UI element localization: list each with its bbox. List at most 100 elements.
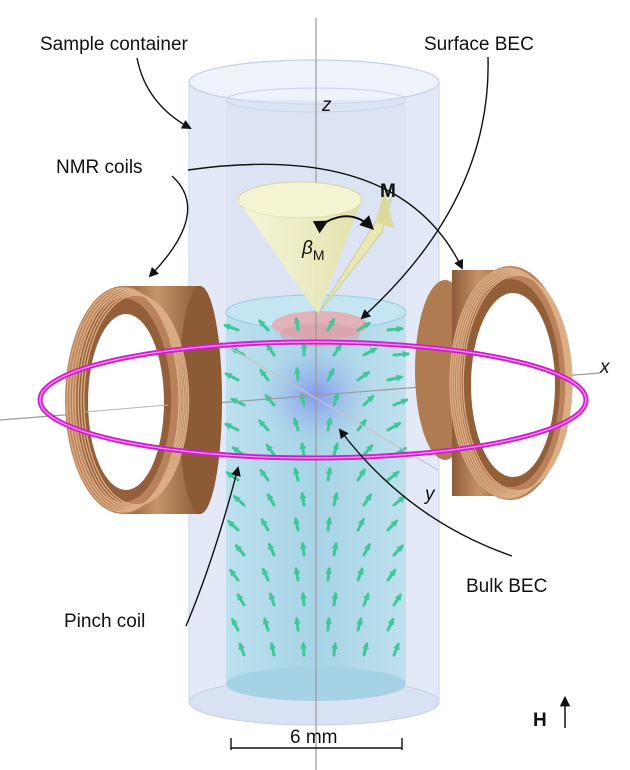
beta-symbol: β <box>301 238 313 259</box>
spin-arrow-head <box>293 616 301 625</box>
spin-arrow-head <box>395 374 404 382</box>
spin-arrow-head <box>258 319 266 327</box>
leader-lines <box>136 56 513 627</box>
spin-arrow-head <box>369 347 378 355</box>
spin-arrow-head <box>393 422 402 429</box>
spin-arrow-head <box>332 392 340 400</box>
coil-winding <box>69 288 182 512</box>
spin-arrow-head <box>268 592 276 600</box>
spin-arrow-head <box>231 446 240 454</box>
spin-arrow-head <box>364 493 372 502</box>
leader-sample-container <box>136 57 192 129</box>
spin-arrow-head <box>223 323 232 331</box>
spin-arrow-head <box>293 467 300 475</box>
spin-arrow-head <box>294 366 301 375</box>
spin-arrow-head <box>325 466 333 475</box>
spin-arrow-head <box>300 641 308 649</box>
beta-subscript: M <box>313 247 325 263</box>
spin-arrow-head <box>224 423 232 430</box>
coil-winding <box>451 268 568 498</box>
coil-winding <box>71 289 183 511</box>
spin-arrow-head <box>362 642 369 650</box>
label-sample-container: Sample container <box>40 34 189 55</box>
spin-arrow-head <box>265 443 273 452</box>
spin-arrow-head <box>390 519 398 528</box>
spin-arrow-head <box>259 468 267 477</box>
leader-pinch-coil <box>185 466 241 627</box>
spin-arrow-head <box>235 544 243 552</box>
leader-nmr-right <box>187 163 463 270</box>
coil-winding <box>66 287 180 513</box>
spin-arrow-head <box>233 495 241 503</box>
spin-arrow-head <box>392 471 400 478</box>
coil-winding <box>74 290 185 510</box>
leader-surface-bec <box>360 56 489 320</box>
spin-arrow-head <box>224 372 233 380</box>
y-axis-line <box>199 329 439 471</box>
axis-label-x: x <box>599 357 611 378</box>
spin-arrow-head <box>227 520 235 528</box>
label-pinch-coil: Pinch coil <box>64 611 145 632</box>
spin-arrow-head <box>359 418 367 427</box>
spin-arrow-head <box>299 441 307 450</box>
spin-arrow-head <box>264 394 272 402</box>
spin-arrow-head <box>299 491 307 500</box>
spin-arrow-head <box>229 568 237 577</box>
spin-arrow-head <box>325 516 333 525</box>
spin-arrow-head <box>268 542 275 551</box>
spin-arrow-head <box>259 368 267 377</box>
spin-arrow-head <box>267 493 274 501</box>
spin-arrow-head <box>237 593 244 601</box>
magnetization-cone <box>237 181 394 315</box>
spin-arrow-head <box>357 517 365 526</box>
spin-arrow-head <box>402 350 410 358</box>
spin-arrow-head <box>331 641 338 650</box>
label-magnetization: M <box>380 181 396 202</box>
coil-winding <box>449 267 567 499</box>
spin-arrow-head <box>364 542 371 551</box>
spin-arrow-head <box>335 343 342 352</box>
nmr-coil-left <box>65 286 222 514</box>
spin-arrow-head <box>300 591 307 600</box>
spin-arrow-head <box>262 617 270 625</box>
spin-arrow-head <box>396 325 404 333</box>
spin-arrow-head <box>400 398 409 406</box>
label-field: H <box>533 710 547 731</box>
spin-arrow-head <box>396 544 404 552</box>
coil-winding <box>455 270 570 496</box>
scale-bar <box>230 738 403 750</box>
spin-arrow-head <box>397 495 406 503</box>
spin-arrow-head <box>269 642 277 650</box>
spin-arrow-head <box>394 593 402 602</box>
axis-label-z: z <box>321 95 332 116</box>
spin-arrow-head <box>325 616 332 625</box>
spin-arrow-head <box>362 371 371 379</box>
spin-arrow-head <box>325 416 333 425</box>
spin-texture-arrows <box>223 316 410 657</box>
spin-arrow-head <box>293 516 301 525</box>
spin-arrow-head <box>266 343 274 352</box>
spin-arrow-head <box>387 617 394 626</box>
label-scale-bar: 6 mm <box>290 727 338 748</box>
spin-arrow-head <box>356 617 363 625</box>
spin-arrow-head <box>327 367 335 376</box>
spin-arrow-head <box>332 492 339 500</box>
leader-nmr-left <box>148 175 189 278</box>
spin-arrow-head <box>358 468 366 477</box>
spin-arrow-head <box>292 417 300 425</box>
coil-winding <box>83 294 190 506</box>
spin-arrow-head <box>331 591 339 600</box>
spin-arrow-head <box>293 566 301 575</box>
precession-arrow <box>312 215 374 234</box>
spin-arrow-head <box>325 566 333 575</box>
spin-arrow-head <box>331 541 339 550</box>
spin-arrow-head <box>293 316 301 325</box>
coil-winding <box>453 269 569 497</box>
pinch-coil <box>37 339 589 461</box>
coil-winding <box>77 292 187 508</box>
coil-winding <box>80 293 188 507</box>
spin-arrow-head <box>332 442 339 450</box>
spin-arrow-head <box>363 592 370 601</box>
